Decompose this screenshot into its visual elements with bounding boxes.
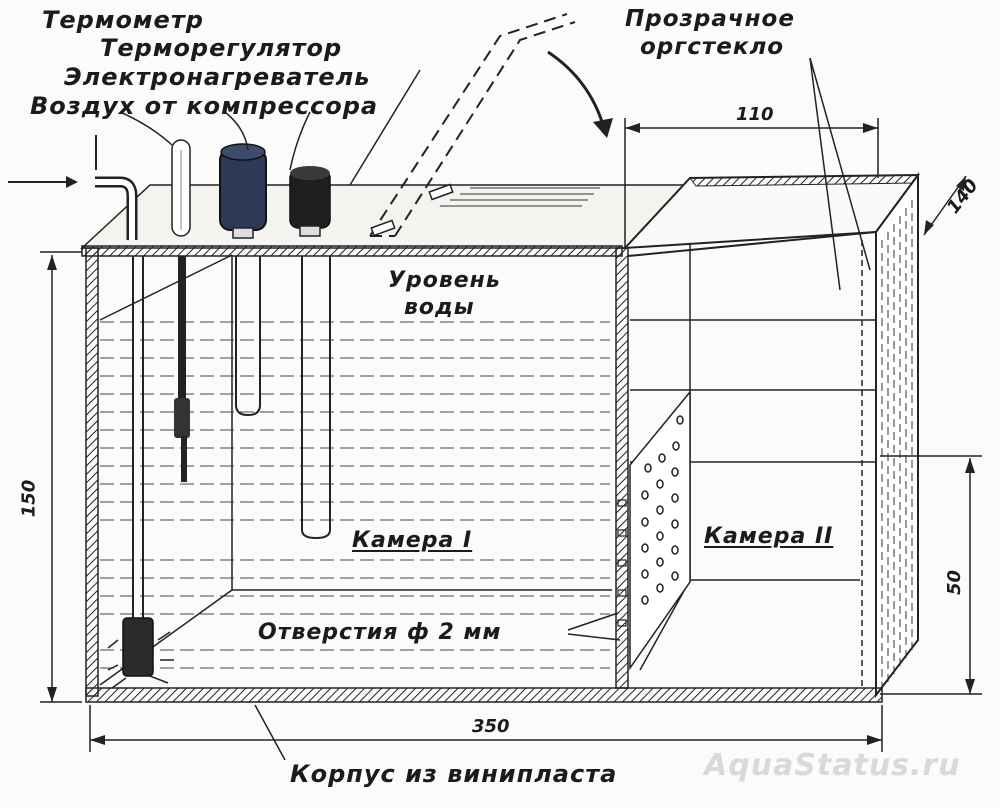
label-chamber-1: Камера I	[352, 528, 473, 553]
front-top-rail	[81, 245, 623, 257]
bottom-wall	[85, 687, 883, 703]
label-thermoregulator: Терморегулятор	[100, 34, 343, 62]
partition-wall	[615, 247, 629, 689]
heater-cap	[289, 166, 331, 237]
thermoregulator-body	[219, 143, 267, 239]
lift-arrow	[547, 50, 606, 129]
water-lines	[100, 321, 610, 669]
label-water-level-1: Уровень	[388, 268, 501, 293]
watermark: AquaStatus.ru	[704, 748, 961, 783]
thermometer	[171, 139, 191, 482]
dim-chamber2-width: 110	[736, 104, 774, 125]
label-thermometer: Термометр	[42, 6, 204, 34]
label-plexiglass-1: Прозрачное	[625, 6, 795, 32]
dim-height: 150	[18, 479, 40, 518]
leader-lines	[119, 57, 871, 761]
label-water-level-2: воды	[404, 295, 475, 320]
dimension-arrows	[47, 123, 975, 745]
label-chamber-2: Камера II	[704, 524, 834, 549]
air-tube	[8, 135, 174, 689]
label-body: Корпус из винипласта	[290, 760, 618, 788]
perforated-plate	[629, 389, 691, 671]
tubes	[235, 256, 331, 540]
label-heater: Электронагреватель	[64, 63, 371, 91]
dim-partition-height: 50	[944, 569, 966, 596]
dim-width: 350	[472, 716, 510, 737]
back-edges	[99, 185, 880, 686]
label-plexiglass-2: оргстекло	[640, 34, 785, 60]
left-wall	[85, 247, 99, 697]
label-holes: Отверстия ф 2 мм	[258, 620, 502, 645]
label-air: Воздух от компрессора	[30, 92, 379, 120]
